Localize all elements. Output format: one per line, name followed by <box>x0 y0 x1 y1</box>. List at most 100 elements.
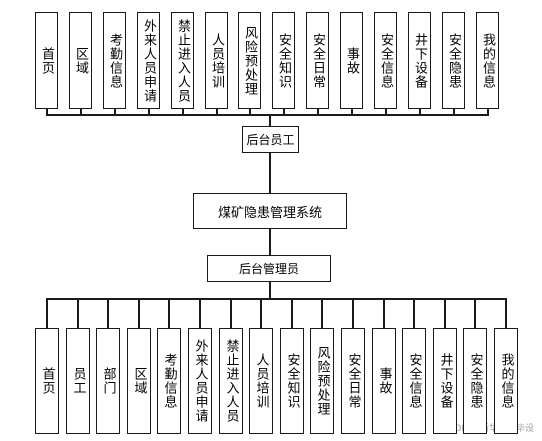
top-module-box-3: 外来人员申请 <box>137 12 160 109</box>
bottom-module-connector-11 <box>383 298 385 328</box>
bottom-module-box-6: 禁止进入人员 <box>219 328 243 434</box>
top-module-box-4-label: 禁止进入人员 <box>175 18 190 103</box>
bottom-module-connector-14 <box>474 298 476 328</box>
top-role-box: 后台员工 <box>242 126 299 153</box>
bottom-module-box-10-label: 安全日常 <box>345 353 361 409</box>
top-module-connector-10 <box>385 109 387 114</box>
bottom-module-box-12-label: 安全信息 <box>406 353 422 409</box>
watermark: CSDN @新华程序毕设 <box>442 424 534 434</box>
top-role-label: 后台员工 <box>246 133 295 147</box>
bottom-module-box-13-label: 井下设备 <box>437 353 453 409</box>
top-module-box-7: 安全知识 <box>272 12 295 109</box>
top-module-box-1-label: 区域 <box>73 46 88 75</box>
top-module-box-9: 事故 <box>340 12 363 109</box>
top-module-box-11-label: 井下设备 <box>412 32 427 89</box>
bottom-module-box-10: 安全日常 <box>341 328 365 434</box>
bottom-module-box-15-label: 我的信息 <box>498 353 514 409</box>
bottom-module-connector-15 <box>505 298 507 328</box>
bottom-module-box-9-label: 风险预处理 <box>314 346 330 416</box>
bottom-module-connector-7 <box>260 298 262 328</box>
bottom-module-box-2-label: 部门 <box>100 367 116 395</box>
top-module-connector-2 <box>114 109 116 114</box>
bottom-module-connector-10 <box>352 298 354 328</box>
connector-system-to-bottom-role <box>269 229 271 255</box>
top-module-box-10: 安全信息 <box>374 12 397 109</box>
top-module-connector-3 <box>148 109 150 114</box>
bottom-module-box-2: 部门 <box>96 328 120 434</box>
top-module-connector-0 <box>46 109 48 114</box>
top-module-box-12: 安全隐患 <box>442 12 465 109</box>
bottom-module-box-0: 首页 <box>35 328 59 434</box>
top-module-connector-7 <box>283 109 285 114</box>
bottom-module-connector-1 <box>77 298 79 328</box>
bottom-module-box-4-label: 考勤信息 <box>161 353 177 409</box>
top-module-box-8: 安全日常 <box>306 12 329 109</box>
top-module-box-8-label: 安全日常 <box>310 32 325 89</box>
top-module-connector-1 <box>80 109 82 114</box>
bottom-module-box-1: 员工 <box>66 328 90 434</box>
top-module-box-1: 区域 <box>69 12 92 109</box>
bottom-module-box-1-label: 员工 <box>70 367 86 395</box>
bottom-module-connector-9 <box>321 298 323 328</box>
top-module-box-2-label: 考勤信息 <box>107 32 122 89</box>
top-bus-line <box>46 114 489 116</box>
top-module-box-4: 禁止进入人员 <box>171 12 194 109</box>
top-module-box-10-label: 安全信息 <box>378 32 393 89</box>
top-module-box-3-label: 外来人员申请 <box>141 18 156 103</box>
bottom-module-connector-0 <box>46 298 48 328</box>
top-module-box-6: 风险预处理 <box>238 12 261 109</box>
top-module-connector-11 <box>419 109 421 114</box>
bottom-module-box-0-label: 首页 <box>39 367 55 395</box>
bottom-module-box-7-label: 人员培训 <box>253 353 269 409</box>
bottom-module-connector-4 <box>168 298 170 328</box>
top-module-box-6-label: 风险预处理 <box>242 25 257 96</box>
bottom-module-box-3: 区域 <box>127 328 151 434</box>
bottom-module-connector-13 <box>444 298 446 328</box>
system-label: 煤矿隐患管理系统 <box>217 205 322 221</box>
bottom-module-box-6-label: 禁止进入人员 <box>223 339 239 423</box>
bottom-module-connector-6 <box>230 298 232 328</box>
bottom-module-box-8-label: 安全知识 <box>284 353 300 409</box>
top-module-box-0: 首页 <box>35 12 58 109</box>
bottom-module-box-7: 人员培训 <box>249 328 273 434</box>
connector-bottom-role-to-bus <box>269 282 271 298</box>
top-module-connector-13 <box>487 109 489 114</box>
top-module-box-5: 人员培训 <box>205 12 228 109</box>
bottom-module-connector-2 <box>107 298 109 328</box>
top-module-box-5-label: 人员培训 <box>209 32 224 89</box>
top-module-connector-6 <box>249 109 251 114</box>
connector-top-bus-to-top-role <box>269 114 271 126</box>
bottom-module-box-11: 事故 <box>372 328 396 434</box>
top-module-box-13-label: 我的信息 <box>480 32 495 89</box>
bottom-bus-line <box>46 298 507 300</box>
bottom-module-box-5-label: 外来人员申请 <box>192 339 208 423</box>
top-module-connector-8 <box>317 109 319 114</box>
top-module-box-12-label: 安全隐患 <box>446 32 461 89</box>
top-module-box-2: 考勤信息 <box>103 12 126 109</box>
top-module-connector-5 <box>216 109 218 114</box>
bottom-module-connector-5 <box>199 298 201 328</box>
top-module-box-11: 井下设备 <box>408 12 431 109</box>
bottom-role-label: 后台管理员 <box>238 262 299 276</box>
bottom-module-box-12: 安全信息 <box>402 328 426 434</box>
bottom-module-box-4: 考勤信息 <box>157 328 181 434</box>
bottom-module-box-9: 风险预处理 <box>310 328 334 434</box>
top-module-connector-12 <box>453 109 455 114</box>
bottom-module-connector-3 <box>138 298 140 328</box>
bottom-module-box-3-label: 区域 <box>131 367 147 395</box>
bottom-module-box-14-label: 安全隐患 <box>467 353 483 409</box>
top-module-box-0-label: 首页 <box>39 46 54 75</box>
bottom-module-connector-12 <box>413 298 415 328</box>
bottom-module-box-15: 我的信息 <box>494 328 518 434</box>
bottom-module-connector-8 <box>291 298 293 328</box>
top-module-box-13: 我的信息 <box>476 12 499 109</box>
bottom-module-box-8: 安全知识 <box>280 328 304 434</box>
bottom-module-box-11-label: 事故 <box>376 367 392 395</box>
top-module-box-9-label: 事故 <box>344 46 359 75</box>
bottom-module-box-13: 井下设备 <box>433 328 457 434</box>
top-module-connector-4 <box>182 109 184 114</box>
bottom-module-box-5: 外来人员申请 <box>188 328 212 434</box>
system-box: 煤矿隐患管理系统 <box>193 193 347 229</box>
connector-top-role-to-system <box>269 153 271 193</box>
top-module-connector-9 <box>351 109 353 114</box>
